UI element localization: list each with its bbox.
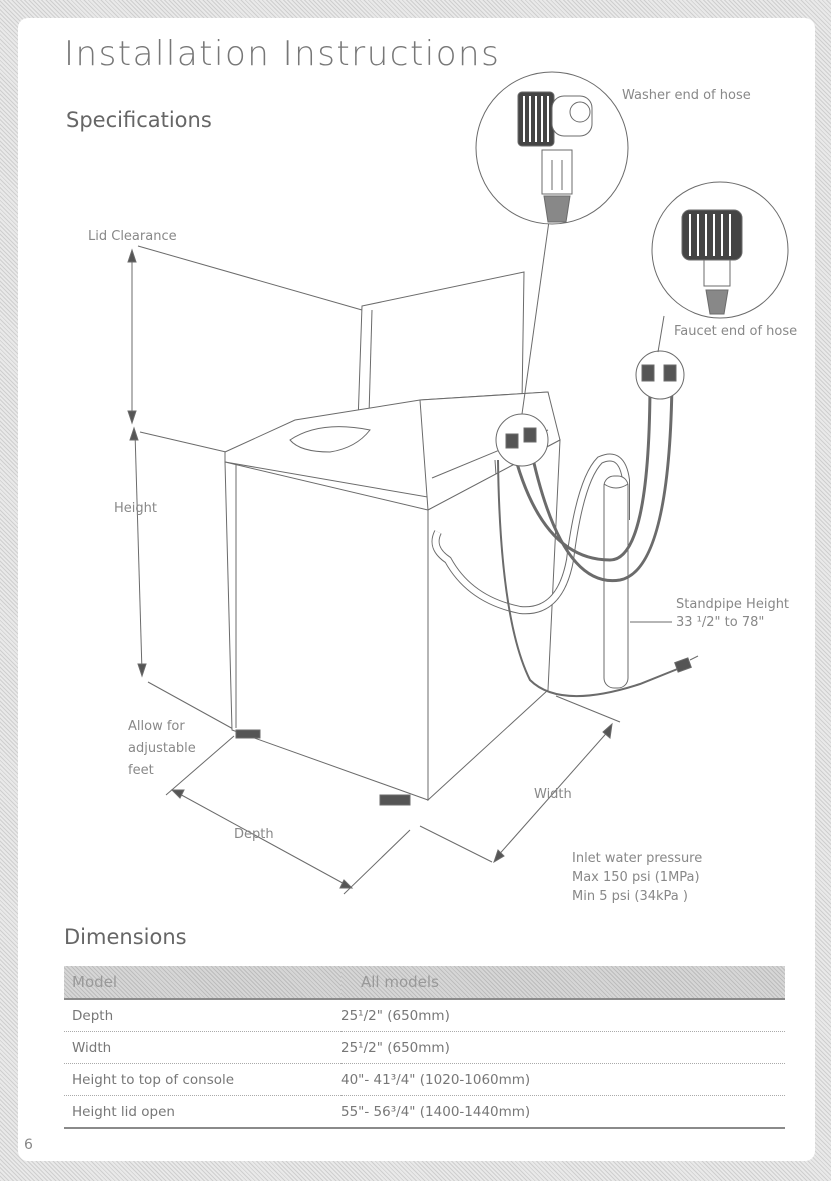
allow-feet-label-line1: Allow for bbox=[128, 719, 185, 734]
arrowhead bbox=[339, 879, 354, 889]
row-value: 25¹/2" (650mm) bbox=[341, 999, 785, 1032]
washer-connection-circle bbox=[495, 413, 549, 467]
row-name: Height to top of console bbox=[64, 1063, 341, 1096]
inlet-hose bbox=[528, 379, 674, 583]
arrowhead bbox=[493, 849, 505, 864]
height-label: Height bbox=[114, 501, 157, 516]
width-dimension-line bbox=[495, 727, 612, 859]
washer-diagram bbox=[127, 71, 789, 895]
washer-end-fitting-illustration bbox=[517, 91, 593, 223]
section-heading-specifications: Specifications bbox=[66, 108, 212, 132]
depth-dimension-line bbox=[175, 791, 349, 887]
height-top-extension bbox=[139, 431, 227, 453]
faucet-end-fitting-illustration bbox=[681, 209, 743, 315]
table-header-row: Model All models bbox=[64, 966, 785, 1000]
table-row: Height to top of console 40"- 41³/4" (10… bbox=[64, 1063, 785, 1096]
inlet-pressure-min: Min 5 psi (34kPa ) bbox=[572, 889, 688, 904]
arrowhead bbox=[129, 426, 139, 441]
faucet-fitting bbox=[641, 364, 655, 382]
washer-fitting bbox=[505, 433, 519, 449]
power-plug bbox=[674, 657, 692, 673]
inlet-pressure-label: Inlet water pressure bbox=[572, 851, 703, 866]
lid-clearance-leader bbox=[137, 245, 363, 311]
page-title: Installation Instructions bbox=[64, 34, 501, 74]
dimensions-table: Model All models Depth 25¹/2" (650mm) Wi… bbox=[64, 966, 785, 1129]
faucet-connection-circle bbox=[635, 350, 685, 400]
washer-fitting bbox=[523, 427, 537, 443]
row-name: Depth bbox=[64, 999, 341, 1032]
table-row: Height lid open 55"- 56³/4" (1400-1440mm… bbox=[64, 1095, 785, 1129]
height-bottom-extension bbox=[147, 681, 236, 731]
washer-cabinet bbox=[224, 461, 429, 801]
page-number: 6 bbox=[24, 1137, 33, 1153]
allow-feet-label-line3: feet bbox=[128, 763, 154, 778]
adjustable-foot bbox=[379, 794, 411, 806]
header-all-models: All models bbox=[341, 966, 785, 1000]
height-dimension-line bbox=[134, 431, 143, 673]
arrowhead bbox=[127, 410, 137, 425]
lid-clearance-label: Lid Clearance bbox=[88, 229, 177, 244]
washer-end-leader bbox=[521, 213, 551, 415]
adjustable-foot bbox=[235, 729, 261, 739]
faucet-end-label: Faucet end of hose bbox=[674, 324, 798, 339]
row-value: 40"- 41³/4" (1020-1060mm) bbox=[341, 1063, 785, 1096]
arrowhead bbox=[137, 663, 147, 678]
inlet-pressure-max: Max 150 psi (1MPa) bbox=[572, 870, 700, 885]
section-heading-dimensions: Dimensions bbox=[64, 925, 187, 949]
washer-end-label: Washer end of hose bbox=[622, 88, 751, 103]
table-row: Depth 25¹/2" (650mm) bbox=[64, 999, 785, 1032]
arrowhead bbox=[602, 722, 613, 739]
row-name: Width bbox=[64, 1031, 341, 1064]
row-value: 55"- 56³/4" (1400-1440mm) bbox=[341, 1095, 785, 1129]
arrowhead bbox=[170, 789, 185, 799]
arrowhead bbox=[127, 248, 137, 263]
standpipe-height-label: Standpipe Height bbox=[676, 597, 790, 612]
width-label: Width bbox=[534, 787, 572, 802]
row-value: 25¹/2" (650mm) bbox=[341, 1031, 785, 1064]
allow-feet-label-line2: adjustable bbox=[128, 741, 196, 756]
row-name: Height lid open bbox=[64, 1095, 341, 1129]
depth-label: Depth bbox=[234, 827, 274, 842]
faucet-end-leader bbox=[657, 315, 665, 353]
power-cord bbox=[497, 459, 681, 697]
standpipe-height-value: 33 ¹/2" to 78" bbox=[676, 615, 765, 630]
inlet-hose bbox=[510, 379, 652, 562]
faucet-fitting bbox=[663, 364, 677, 382]
header-model: Model bbox=[64, 966, 341, 1000]
table-row: Width 25¹/2" (650mm) bbox=[64, 1031, 785, 1064]
